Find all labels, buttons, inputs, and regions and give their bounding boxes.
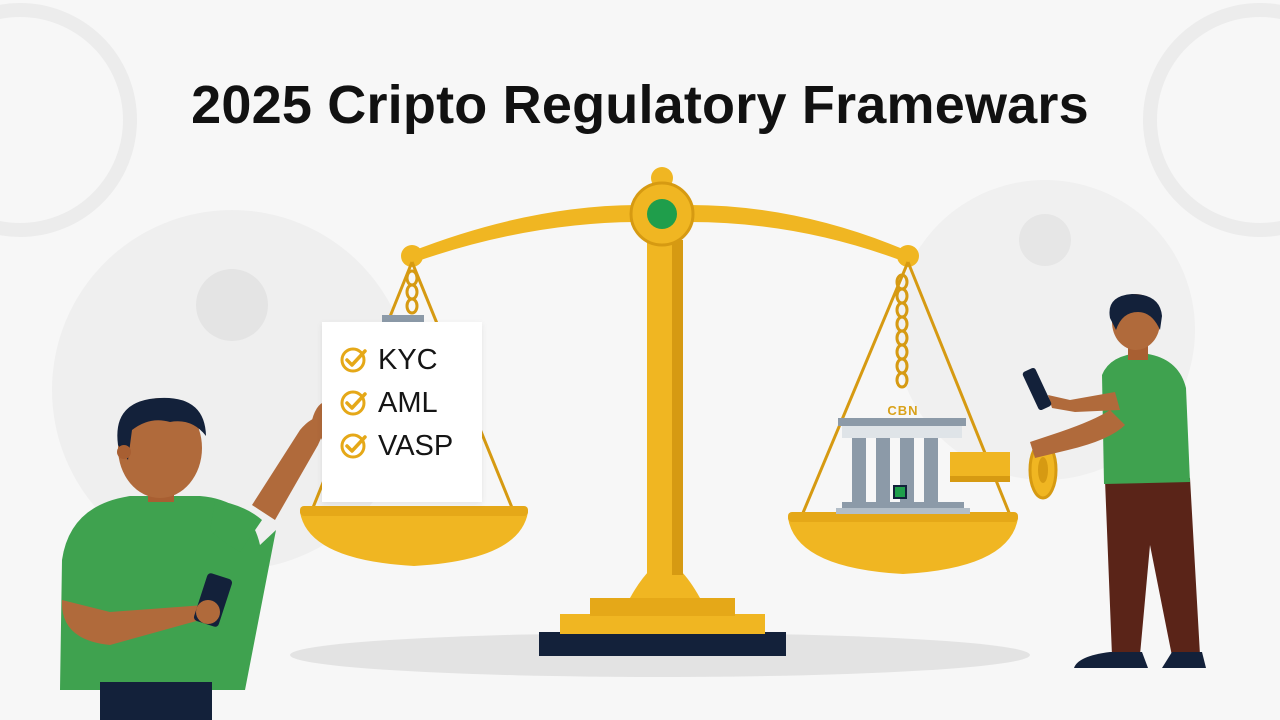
beam-end-left (401, 245, 423, 267)
left-person-raised-arm (252, 416, 330, 520)
checkmark-circle-icon (340, 347, 367, 373)
compliance-checklist: KYC AML VASP (322, 322, 482, 502)
right-person-hair (1109, 294, 1162, 330)
scale-base-top (590, 598, 735, 616)
checkmark-circle-icon (340, 433, 367, 459)
person-right (1022, 294, 1206, 668)
left-person-pants (100, 682, 212, 720)
checklist-item-label: KYC (378, 344, 438, 376)
left-chain (405, 269, 419, 315)
right-pan (788, 518, 1018, 574)
bank-building-icon (836, 418, 970, 514)
checklist-item-label: AML (378, 387, 438, 419)
right-string-outer (798, 261, 910, 521)
scale-column-shade (672, 240, 683, 575)
left-pan (300, 512, 528, 566)
background-ring-topleft (0, 3, 137, 237)
left-person-hand (196, 600, 220, 624)
left-person-hair (117, 397, 206, 460)
checklist-item: AML (340, 387, 438, 419)
right-person-arm-phone (1048, 392, 1120, 412)
beam-end-right (897, 245, 919, 267)
left-person-lower-arm (61, 600, 205, 645)
checkmark-circle-icon (340, 390, 367, 416)
scale-column-foot (630, 570, 700, 598)
checklist-item: VASP (340, 430, 454, 462)
checklist-item-label: VASP (378, 430, 454, 462)
left-pan-rim (300, 506, 528, 516)
background-circle-right-small (1019, 214, 1071, 266)
right-person-pants (1105, 478, 1200, 656)
right-person-shoe-left (1074, 652, 1148, 668)
right-person-arm-key (1030, 410, 1125, 458)
right-pan-rim (788, 512, 1018, 522)
scale-hub-green (647, 199, 677, 229)
scale-beam (410, 205, 910, 262)
right-person-shoe-right (1162, 652, 1206, 668)
left-person-sleeve (210, 500, 262, 552)
page-title: 2025 Cripto Regulatory Framewars (191, 75, 1089, 135)
right-person-torso (1102, 353, 1190, 484)
balance-scale (300, 167, 1018, 656)
right-chain (895, 273, 909, 389)
bank-green-square (893, 485, 907, 499)
background-circle-left-small (196, 269, 268, 341)
right-person-phone (1022, 367, 1052, 411)
scale-base-middle (560, 614, 765, 634)
bank-label: CBN (887, 403, 919, 418)
background-ring-topright (1143, 3, 1280, 237)
checklist-item: KYC (340, 344, 438, 376)
scale-base-bottom (539, 632, 786, 656)
left-person-ear (117, 445, 131, 459)
